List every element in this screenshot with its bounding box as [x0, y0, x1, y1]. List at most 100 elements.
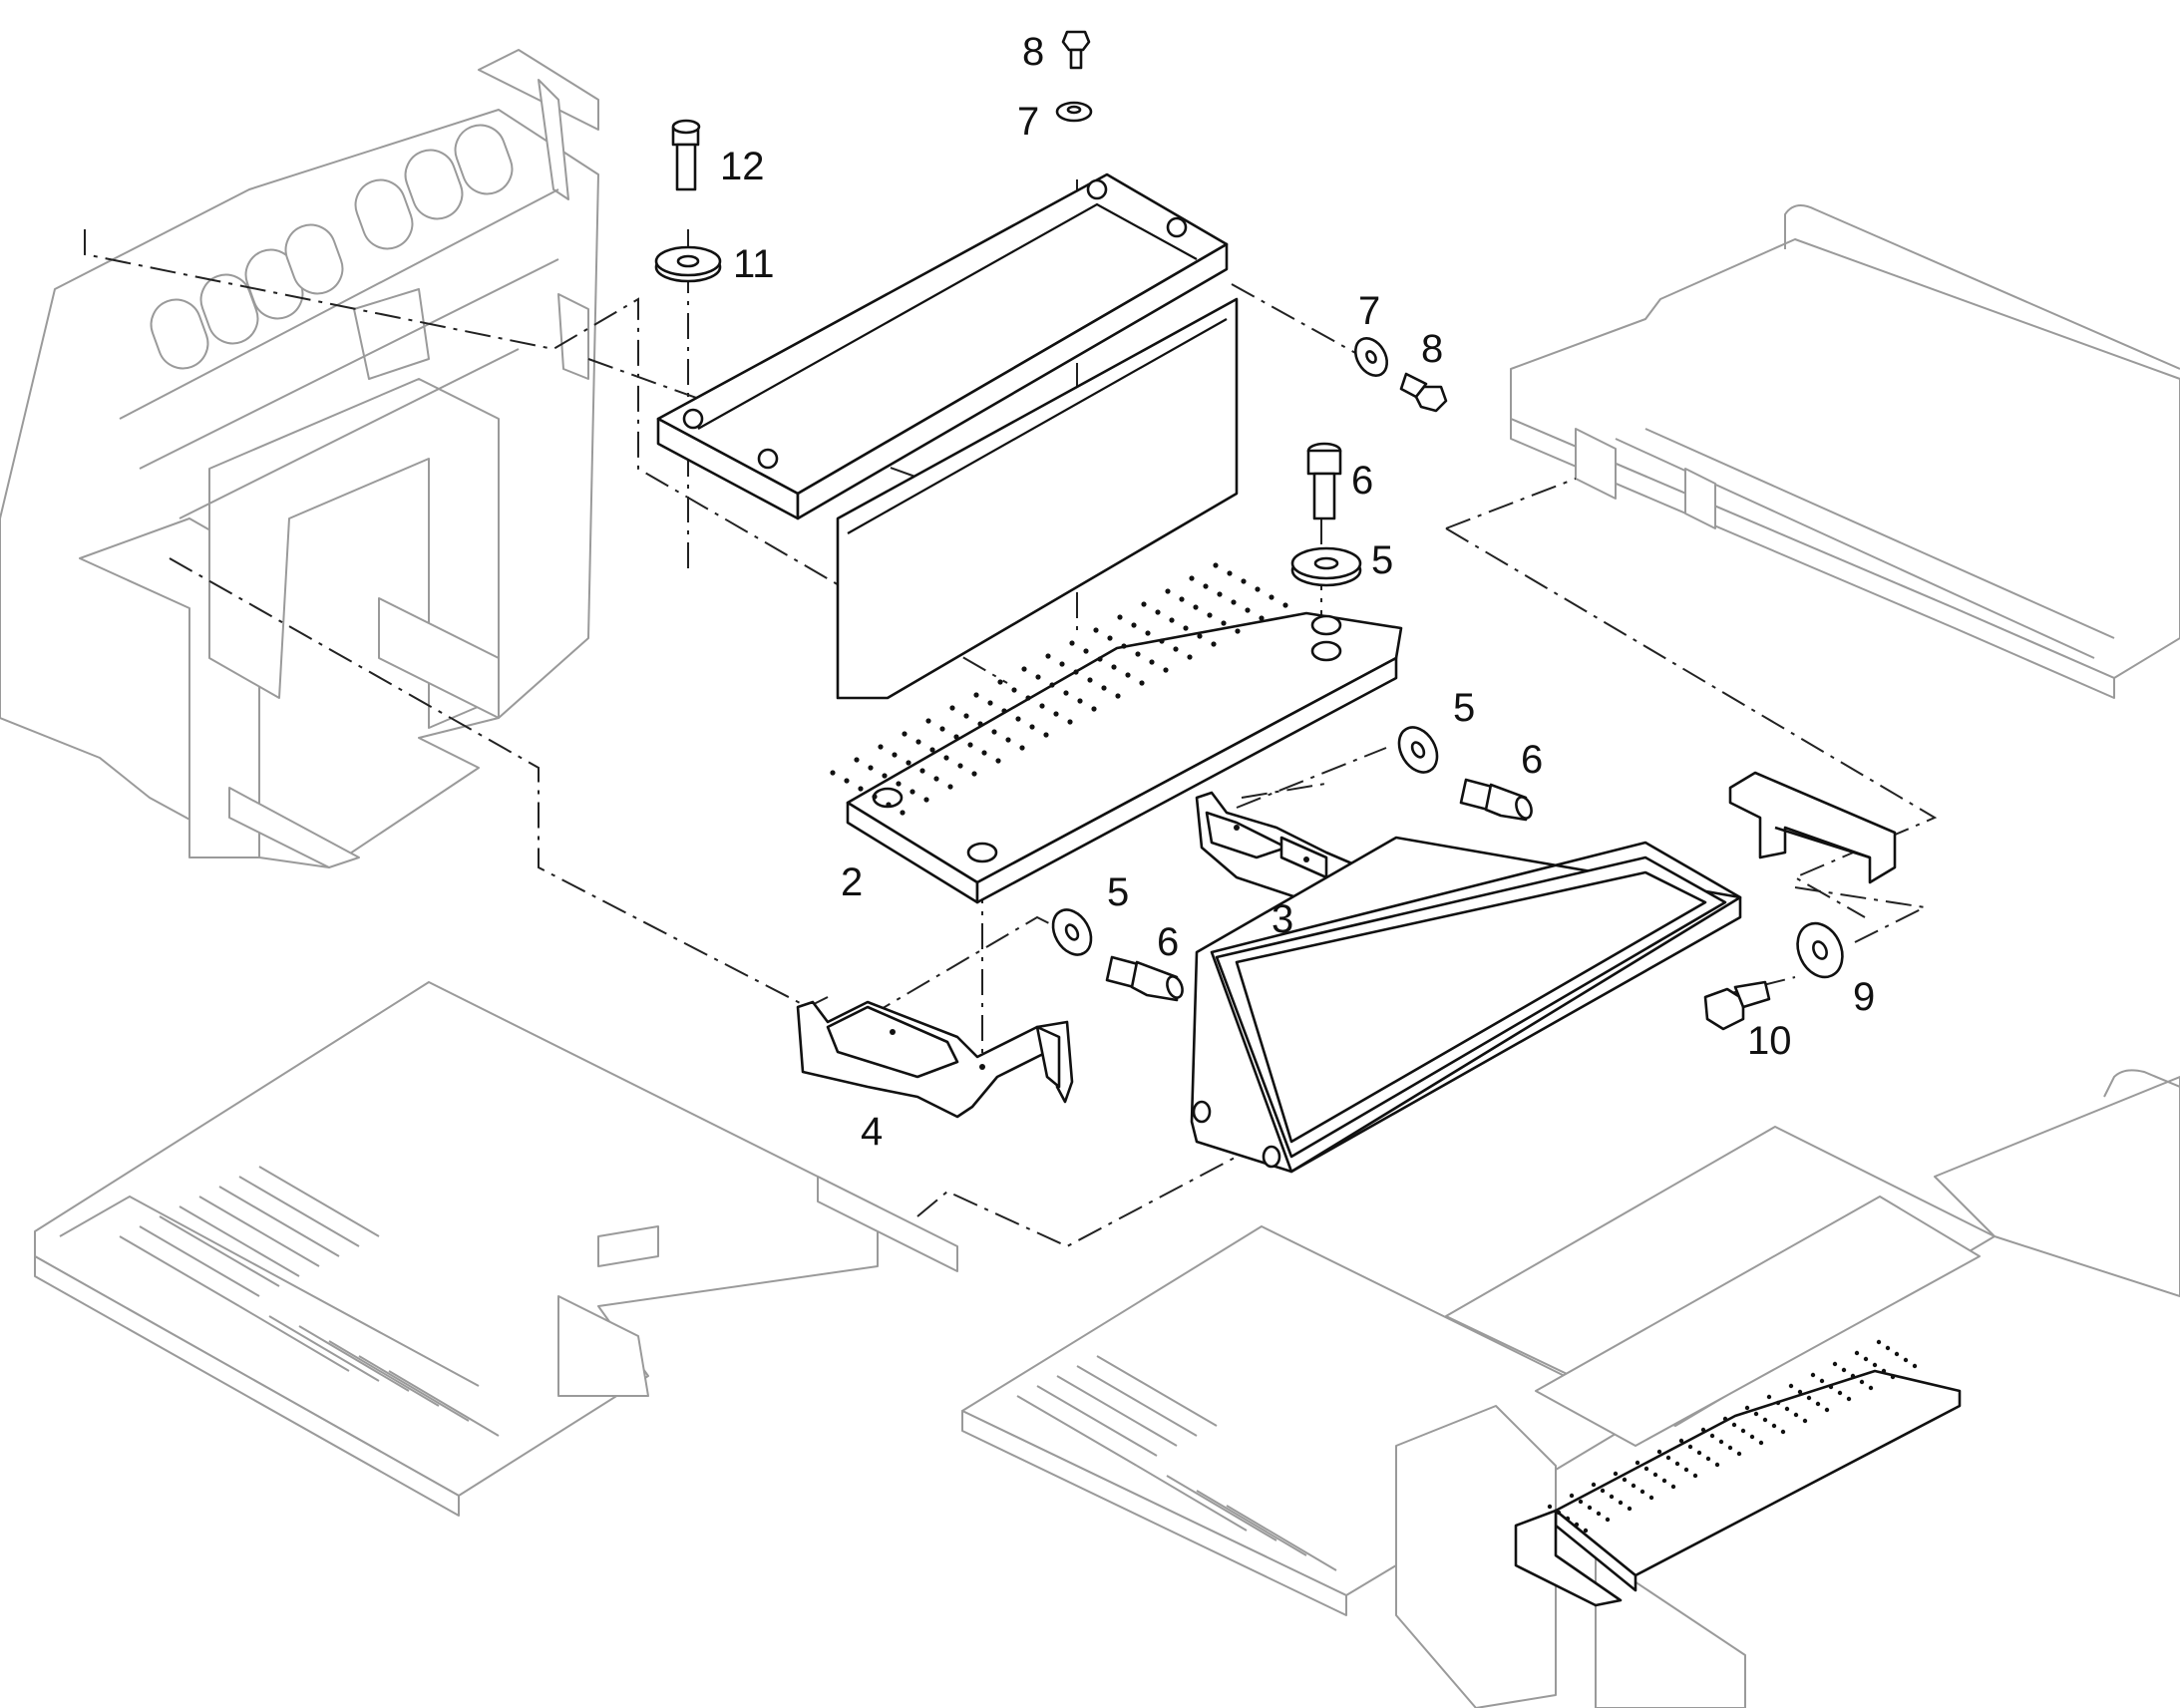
perforation-hole — [1179, 596, 1185, 602]
perforation-hole — [1846, 1396, 1852, 1402]
perforation-hole — [1183, 625, 1189, 631]
perforation-hole — [872, 794, 878, 800]
callout-6-upper: 6 — [1351, 459, 1373, 503]
perforation-hole — [953, 734, 959, 740]
callout-6-lower: 6 — [1157, 920, 1179, 964]
perforation-hole — [929, 747, 935, 753]
perforation-hole — [906, 760, 911, 766]
perforation-hole — [882, 773, 888, 779]
callout-10: 10 — [1747, 1019, 1792, 1063]
socket-screw-6-mid — [1459, 778, 1533, 822]
perforation-hole — [1639, 1489, 1645, 1495]
perforation-hole — [1005, 737, 1011, 743]
perforation-hole — [1197, 633, 1203, 639]
perforation-hole — [1045, 653, 1051, 659]
perforation-hole — [1574, 1522, 1580, 1528]
small-mount-bracket — [1728, 771, 1897, 884]
perforation-hole — [1149, 659, 1155, 665]
perforation-hole — [963, 713, 969, 719]
perforation-hole — [1255, 586, 1261, 592]
perforation-hole — [933, 776, 939, 782]
washer-5-upper — [1290, 546, 1362, 587]
perforation-hole — [1053, 711, 1059, 717]
perforation-hole — [1780, 1429, 1786, 1435]
perforation-hole — [1073, 669, 1079, 675]
perforation-hole — [1622, 1477, 1628, 1483]
perforation-hole — [1245, 607, 1251, 613]
perforation-hole — [1241, 578, 1247, 584]
perforation-hole — [1661, 1478, 1667, 1484]
bolt-8-top — [1061, 30, 1091, 70]
perforation-hole — [1618, 1500, 1624, 1506]
perforation-hole — [991, 729, 997, 735]
callout-6-mid: 6 — [1521, 738, 1543, 782]
perforation-hole — [1700, 1427, 1706, 1433]
perforation-hole — [1766, 1394, 1772, 1400]
perforation-hole — [1591, 1482, 1597, 1488]
perforation-hole — [1758, 1440, 1764, 1446]
perforation-hole — [1547, 1504, 1553, 1510]
perforation-hole — [1736, 1451, 1742, 1457]
callout-5-lower: 5 — [1107, 870, 1129, 914]
frame-panel — [1190, 836, 1742, 1174]
perforation-hole — [1744, 1405, 1750, 1411]
perforation-hole — [977, 721, 983, 727]
perforation-hole — [1797, 1389, 1803, 1395]
perforation-hole — [1029, 724, 1035, 730]
perforation-hole — [868, 765, 874, 771]
perforation-hole — [1587, 1505, 1593, 1511]
perforation-hole — [1714, 1462, 1720, 1468]
ghost-base-plate-left — [34, 981, 958, 1517]
ghost-vent-slots-left — [119, 1166, 500, 1437]
perforation-hole — [1121, 643, 1127, 649]
ghost-assembled-view-right — [961, 1069, 2180, 1708]
perforation-hole — [1600, 1488, 1606, 1494]
perforation-hole — [1643, 1466, 1649, 1472]
fasteners — [654, 30, 1844, 1031]
perforation-hole — [1828, 1384, 1834, 1390]
perforation-hole — [892, 752, 898, 758]
perforation-hole — [1231, 599, 1237, 605]
socket-screw-6-lower — [1105, 955, 1184, 1002]
perforation-hole — [1235, 628, 1241, 634]
perforation-hole — [1885, 1345, 1891, 1351]
perforation-hole — [1631, 1483, 1636, 1489]
perforation-hole — [1771, 1423, 1777, 1429]
perforation-hole — [886, 802, 892, 808]
step-plate-perforations — [830, 562, 1288, 816]
ghost-machine-unit-right — [1510, 204, 2180, 699]
perforation-hole — [1740, 1428, 1746, 1434]
perforation-hole — [915, 739, 921, 745]
perforation-hole — [1117, 614, 1123, 620]
perforation-hole — [1837, 1390, 1843, 1396]
ghost-cylinder-row — [150, 124, 514, 370]
perforation-hole — [1863, 1356, 1869, 1362]
callout-9: 9 — [1853, 975, 1875, 1019]
perforation-hole — [923, 797, 929, 803]
perforation-hole — [909, 789, 915, 795]
socket-screw-12 — [671, 119, 701, 191]
ghost-machine-frame-left — [0, 49, 599, 868]
perforation-hole — [1039, 703, 1045, 709]
perforation-hole — [1841, 1367, 1847, 1373]
perforation-hole — [1881, 1368, 1887, 1374]
perforation-hole — [987, 700, 993, 706]
perforation-hole — [1815, 1401, 1821, 1407]
perforation-hole — [1135, 651, 1141, 657]
perforation-hole — [1213, 562, 1219, 568]
perforation-hole — [858, 786, 864, 792]
perforation-hole — [1605, 1517, 1611, 1523]
perforation-hole — [1824, 1407, 1830, 1413]
perforation-hole — [1077, 698, 1083, 704]
perforation-hole — [1087, 677, 1093, 683]
perforation-hole — [1832, 1361, 1838, 1367]
perforation-hole — [1696, 1450, 1702, 1456]
perforation-hole — [1101, 685, 1107, 691]
perforation-hole — [900, 810, 906, 816]
perforation-hole — [1097, 656, 1103, 662]
perforation-hole — [1193, 604, 1199, 610]
installed-step-perforations — [1547, 1339, 1918, 1534]
perforation-hole — [997, 679, 1003, 685]
perforation-hole — [844, 778, 850, 784]
